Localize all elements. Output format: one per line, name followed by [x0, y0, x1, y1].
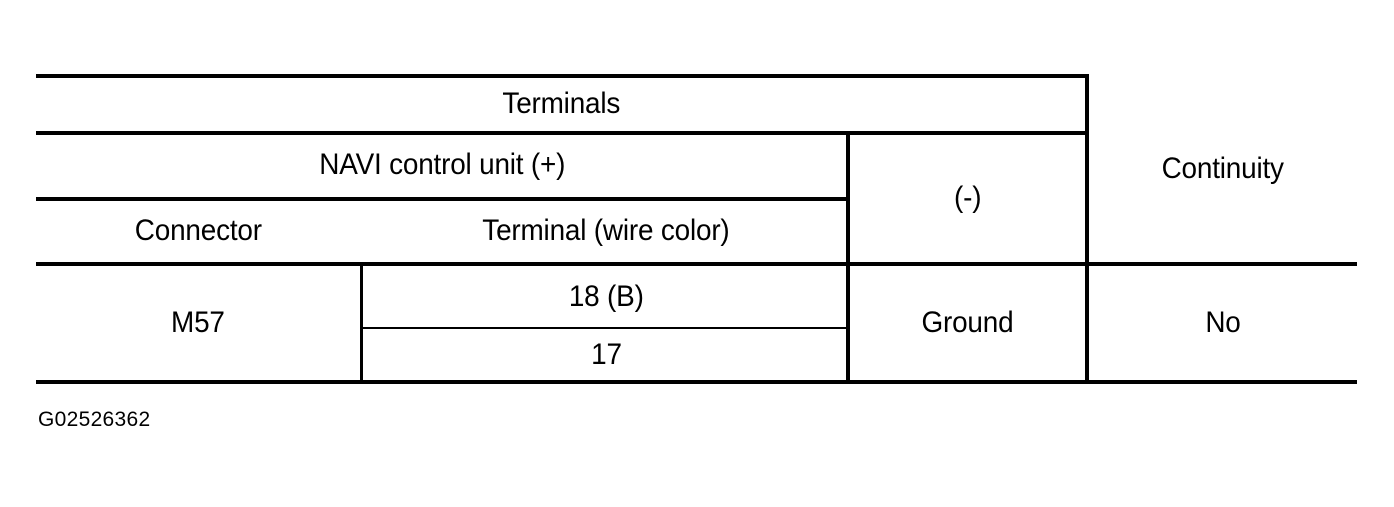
header-terminals-group-label: Terminals: [502, 86, 621, 120]
header-navi-group: NAVI control unit (+): [36, 133, 848, 197]
rule-under-navi: [36, 197, 848, 201]
rule-between-terminal-values: [360, 327, 848, 329]
cell-terminal-value-1: 18 (B): [364, 266, 848, 327]
rule-under-terminals: [36, 131, 1087, 135]
header-continuity: Continuity: [1089, 76, 1357, 262]
header-connector: Connector: [36, 199, 360, 262]
header-terminals-group: Terminals: [36, 76, 1087, 131]
cell-continuity-value: No: [1089, 266, 1357, 380]
rule-bottom: [36, 380, 1357, 384]
cell-negative-value: Ground: [850, 266, 1085, 380]
header-connector-label: Connector: [134, 213, 262, 247]
continuity-test-table: Terminals NAVI control unit (+) Connecto…: [36, 74, 1357, 384]
cell-continuity-text: No: [1205, 306, 1241, 339]
rule-header-body: [36, 262, 1357, 266]
cell-terminal-text-1: 18 (B): [568, 279, 644, 313]
cell-terminal-value-2: 17: [364, 329, 848, 380]
header-terminal-wire-color: Terminal (wire color): [364, 199, 848, 262]
header-negative-label: (-): [953, 180, 982, 214]
cell-terminal-text-2: 17: [590, 337, 622, 371]
cell-connector-text: M57: [171, 306, 225, 339]
divider-negative-continuity: [1085, 74, 1089, 384]
figure-caption: G02526362: [38, 408, 150, 432]
header-negative: (-): [850, 133, 1085, 262]
header-navi-group-label: NAVI control unit (+): [318, 148, 565, 181]
divider-connector-terminal: [360, 262, 363, 384]
rule-top: [36, 74, 1087, 78]
header-continuity-label: Continuity: [1161, 152, 1285, 185]
figure-caption-label: G02526362: [38, 408, 151, 431]
cell-connector-value: M57: [36, 266, 360, 380]
header-terminal-wire-color-label: Terminal (wire color): [482, 213, 730, 247]
cell-negative-text: Ground: [921, 306, 1014, 339]
divider-terminal-negative: [846, 131, 850, 384]
